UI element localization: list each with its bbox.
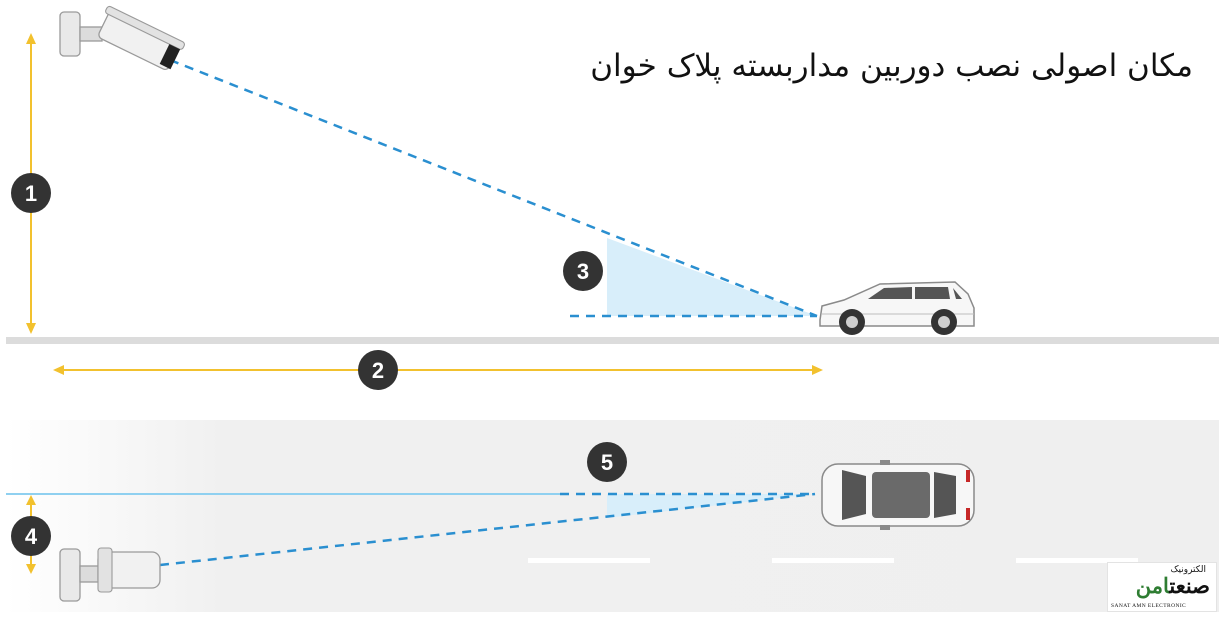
badge-offset: 4 bbox=[11, 516, 51, 556]
badge-height-label: 1 bbox=[25, 181, 37, 206]
badge-distance-label: 2 bbox=[372, 358, 384, 383]
logo-main-text: صنعتامن bbox=[1136, 573, 1210, 598]
logo-top-text: الکترونیک bbox=[1170, 565, 1206, 575]
camera-sightline bbox=[169, 58, 818, 318]
logo-main-word: صنعت bbox=[1169, 573, 1210, 598]
camera-sightline-top bbox=[159, 492, 816, 567]
badge-vertical-angle-label: 3 bbox=[577, 259, 589, 284]
distance-measure bbox=[53, 365, 823, 375]
logo-sub-text: SANAT AMN ELECTRONIC bbox=[1111, 603, 1187, 609]
lane-markings bbox=[528, 558, 1138, 563]
vertical-fov-wedge bbox=[607, 238, 817, 316]
ground-line bbox=[6, 337, 1219, 344]
brand-logo: الکترونیک صنعتامن SANAT AMN ELECTRONIC bbox=[1107, 562, 1217, 612]
badge-height: 1 bbox=[11, 173, 51, 213]
car-top-icon bbox=[821, 460, 975, 530]
bullet-camera-icon bbox=[59, 5, 185, 70]
logo-main-accent: امن bbox=[1135, 573, 1170, 598]
badge-horizontal-angle-label: 5 bbox=[601, 450, 613, 475]
diagram-title: مکان اصولی نصب دوربین مداربسته پلاک خوان bbox=[590, 48, 1193, 84]
bullet-camera-top-icon bbox=[59, 547, 161, 602]
badge-distance: 2 bbox=[358, 350, 398, 390]
badge-vertical-angle: 3 bbox=[563, 251, 603, 291]
car-side-icon bbox=[819, 281, 975, 335]
badge-offset-label: 4 bbox=[25, 524, 38, 549]
badge-horizontal-angle: 5 bbox=[587, 442, 627, 482]
